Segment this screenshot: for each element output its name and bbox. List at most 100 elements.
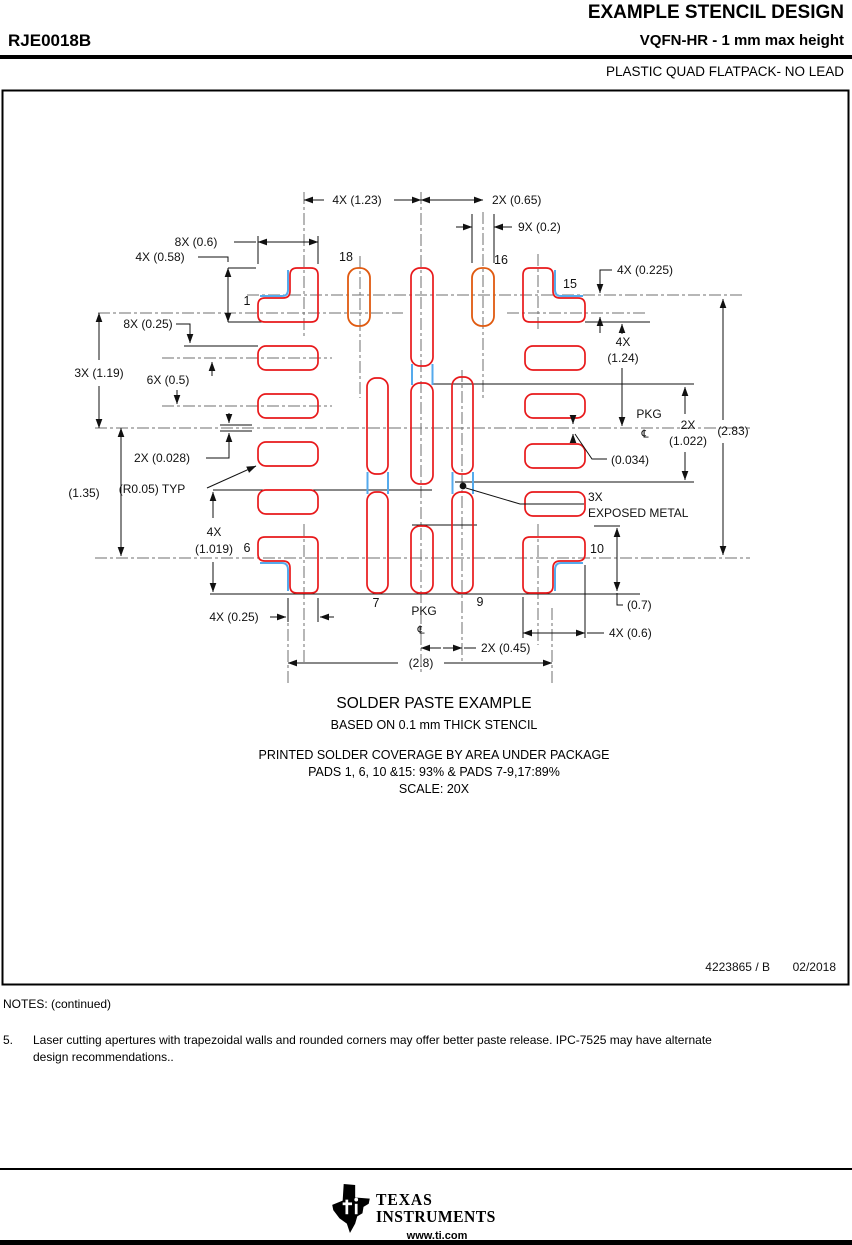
dim-label: (R0.05) TYP — [119, 482, 185, 496]
figure-caption: SOLDER PASTE EXAMPLE BASED ON 0.1 mm THI… — [134, 695, 734, 796]
pad-10-aperture — [522, 536, 586, 594]
dim-label: (1.24) — [607, 351, 638, 365]
right-row-pad — [524, 393, 586, 419]
pad-17-aperture-1 — [410, 267, 434, 367]
thermal-pads — [347, 267, 495, 327]
pad-number-10: 10 — [590, 542, 604, 556]
dim-label: 8X (0.25) — [123, 317, 172, 331]
pad-numbers: 1 18 16 15 6 7 9 10 — [244, 250, 604, 610]
pad-16-aperture — [471, 267, 495, 327]
dim-label: (1.35) — [68, 486, 99, 500]
centerlines — [95, 192, 750, 684]
dim-label: 6X (0.5) — [147, 373, 190, 387]
pkg-centerline-label: PKG — [411, 604, 436, 618]
notes-heading: NOTES: (continued) — [3, 997, 112, 1011]
note-5: 5. Laser cutting apertures with trapezoi… — [3, 1032, 843, 1066]
dim-label: 4X (0.6) — [609, 626, 652, 640]
dim-label: (1.019) — [195, 542, 233, 556]
dim-07 — [613, 527, 623, 606]
dim-label: 4X — [207, 525, 222, 539]
exposed-metal-label: 3X — [588, 490, 603, 504]
ti-url: www.ti.com — [406, 1230, 468, 1242]
package-type: PLASTIC QUAD FLATPACK- NO LEAD — [605, 64, 844, 79]
bottom-bar — [0, 1240, 852, 1245]
pad-7-aperture-1 — [366, 377, 389, 475]
header-rule — [0, 55, 852, 59]
ti-wordmark: TEXAS INSTRUMENTS — [376, 1190, 496, 1226]
dim-label: 2X — [681, 418, 696, 432]
caption-subtitle: BASED ON 0.1 mm THICK STENCIL — [330, 718, 538, 732]
dim-label: (1.022) — [669, 434, 707, 448]
dim-label: 2X (0.45) — [481, 641, 530, 655]
package-subtitle: VQFN-HR - 1 mm max height — [639, 32, 844, 49]
dim-label: 4X (0.25) — [209, 610, 258, 624]
pad-number-6: 6 — [244, 541, 251, 555]
note-number: 5. — [3, 1033, 14, 1047]
dim-corner-radius — [206, 465, 257, 489]
dim-label: (0.7) — [627, 598, 652, 612]
dim-label: 4X (0.58) — [135, 250, 184, 264]
right-row-pad — [524, 345, 586, 371]
pad-18-aperture — [347, 267, 371, 327]
dim-label: 2X (0.028) — [134, 451, 190, 465]
pad-8-aperture — [410, 525, 434, 594]
pad-7-aperture-2 — [366, 491, 389, 594]
pad-number-1: 1 — [244, 294, 251, 308]
pad-9-aperture-1 — [451, 376, 474, 475]
ti-logo: TEXAS INSTRUMENTS www.ti.com — [332, 1184, 542, 1242]
note-text: Laser cutting apertures with trapezoidal… — [33, 1033, 712, 1064]
dim-row-pitch — [173, 361, 216, 405]
doc-number: 4223865 / B — [705, 960, 770, 974]
dim-edge-offset — [596, 269, 612, 333]
caption-coverage: PRINTED SOLDER COVERAGE BY AREA UNDER PA… — [258, 748, 610, 762]
dim-label: 2X (0.65) — [492, 193, 541, 207]
pad-number-9: 9 — [477, 595, 484, 609]
pad-1-aperture — [257, 267, 319, 323]
pad-15-aperture — [522, 267, 586, 323]
stencil-apertures — [257, 267, 586, 594]
doc-date: 02/2018 — [793, 960, 837, 974]
dim-corner-height — [198, 256, 232, 323]
dim-center-offset — [206, 413, 233, 459]
dim-label: 4X (1.23) — [332, 193, 381, 207]
centerline-symbol: ℄ — [416, 624, 424, 637]
drawing-border — [1, 89, 850, 986]
dim-label: 3X (1.19) — [74, 366, 123, 380]
left-row-pad — [257, 489, 319, 515]
footer-rule — [0, 1168, 852, 1170]
dim-label: 4X (0.225) — [617, 263, 673, 277]
extension-lines — [184, 214, 694, 638]
pad-9-aperture-2 — [451, 491, 474, 594]
dimension-labels: 4X (1.23) 2X (0.65) 9X (0.2) 8X (0.6) 4X… — [68, 193, 748, 670]
dim-label: 8X (0.6) — [175, 235, 218, 249]
pad-number-15: 15 — [563, 277, 577, 291]
pkg-centerline-label: PKG — [636, 407, 661, 421]
caption-pads: PADS 1, 6, 10 &15: 93% & PADS 7-9,17:89% — [308, 765, 560, 779]
left-row-pad — [257, 393, 319, 419]
dim-034 — [569, 414, 607, 460]
caption-title: SOLDER PASTE EXAMPLE — [336, 695, 532, 712]
dimensions — [95, 196, 727, 667]
pad-number-7: 7 — [373, 596, 380, 610]
dim-label: (2.8) — [409, 656, 434, 670]
pad-6-aperture — [257, 536, 319, 594]
dim-gap-top — [176, 323, 194, 344]
caption-scale: SCALE: 20X — [398, 782, 470, 796]
left-row-pad — [257, 345, 319, 371]
exposed-metal-label: EXPOSED METAL — [588, 506, 689, 520]
exposed-metal-callout — [459, 482, 584, 505]
dim-label: 4X — [616, 335, 631, 349]
dim-label: (2.83) — [717, 424, 748, 438]
right-row-pad — [524, 443, 586, 469]
pad-17-aperture-2 — [410, 382, 434, 485]
dim-label: (0.034) — [611, 453, 649, 467]
page-title: EXAMPLE STENCIL DESIGN — [587, 2, 844, 23]
texas-state-icon — [332, 1184, 370, 1233]
pad-number-16: 16 — [494, 253, 508, 267]
left-row-pad — [257, 441, 319, 467]
part-number: RJE0018B — [8, 31, 92, 50]
pad-number-18: 18 — [339, 250, 353, 264]
dim-label: 9X (0.2) — [518, 220, 561, 234]
